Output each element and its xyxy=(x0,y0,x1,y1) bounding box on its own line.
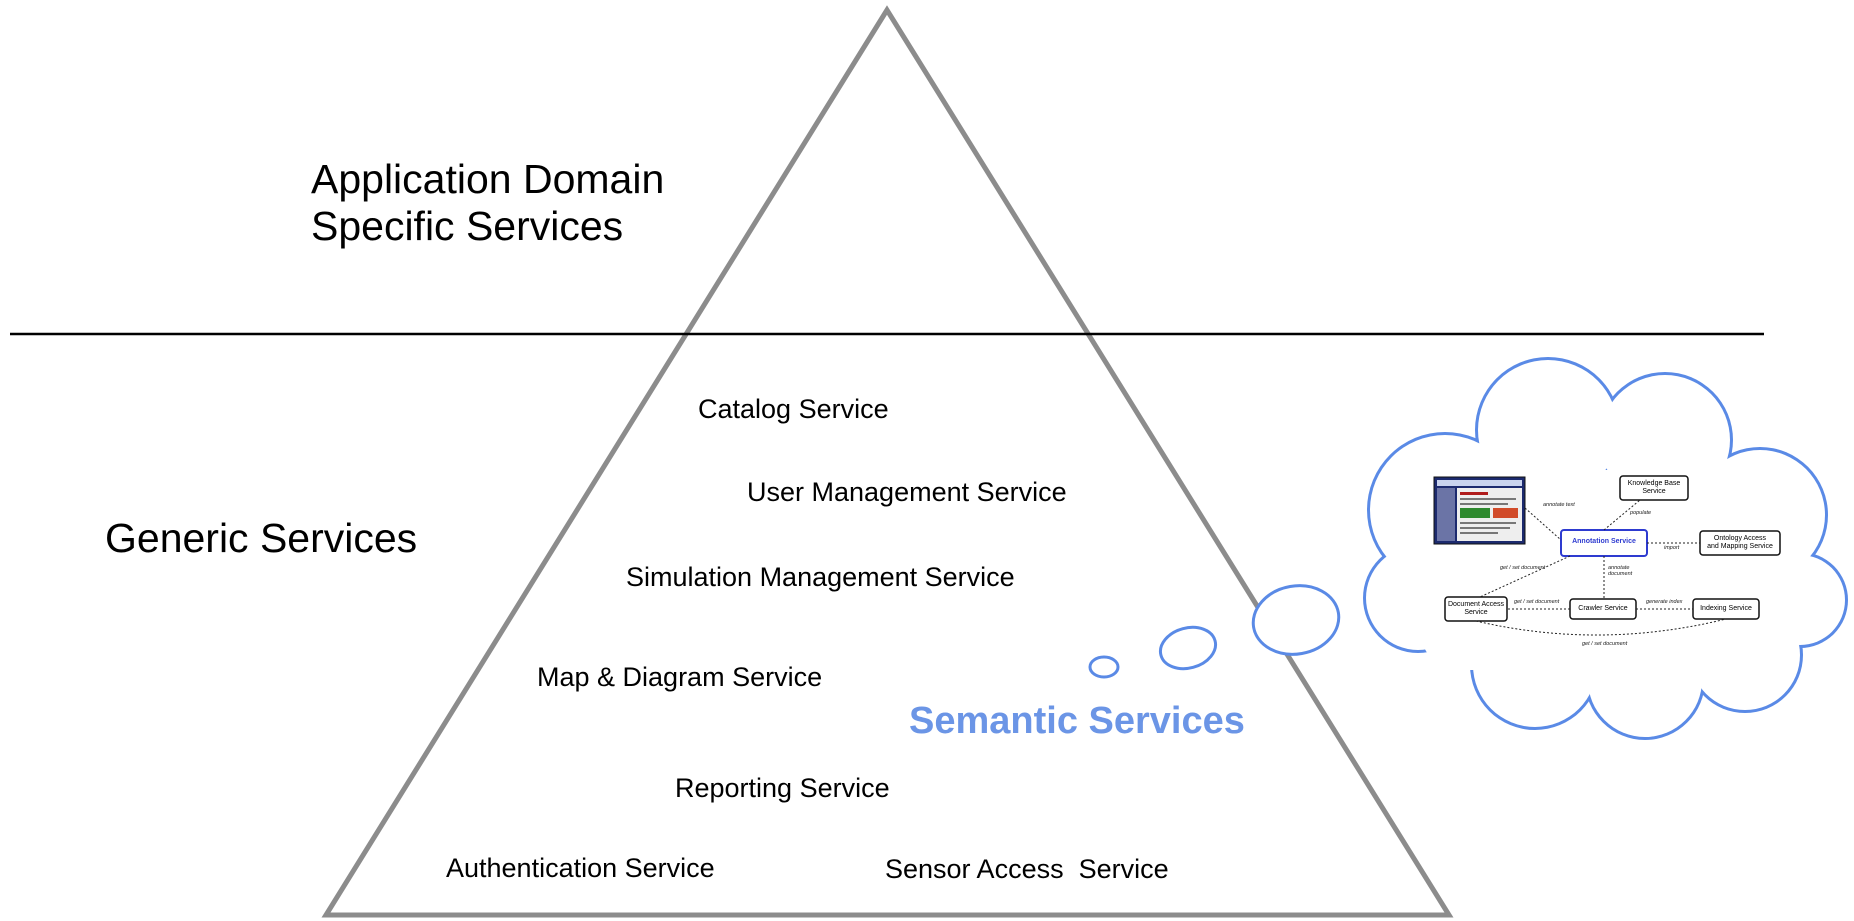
edge-get-set-document-1 xyxy=(1479,555,1571,598)
application-domain-label-line1: Application Domain xyxy=(311,156,665,202)
edge-label-import: import xyxy=(1664,545,1680,551)
application-domain-layer-label: Application Domain Specific Services xyxy=(311,156,664,250)
edge-label-generate-index: generate index xyxy=(1646,599,1683,605)
editor-screenshot-thumbnail xyxy=(1433,476,1526,545)
service-map-diagram: Map & Diagram Service xyxy=(537,662,823,692)
annotation-node-label: Annotation Service xyxy=(1572,538,1636,545)
thought-cloud xyxy=(1363,357,1848,740)
semantic-services-label: Semantic Services xyxy=(909,700,1245,742)
service-sensor-access: Sensor Access Service xyxy=(885,854,1169,884)
service-authentication: Authentication Service xyxy=(446,853,715,883)
knowledge-base-node-label: Knowledge Base Service xyxy=(1627,480,1681,495)
crawler-node-label: Crawler Service xyxy=(1578,605,1628,612)
service-catalog: Catalog Service xyxy=(698,394,889,424)
indexing-node-label: Indexing Service xyxy=(1700,605,1752,612)
ontology-node-label: Ontology Access and Mapping Service xyxy=(1707,535,1773,550)
edge-label-get-set-document-2: get / set document xyxy=(1514,599,1560,605)
edge-label-get-set-document-3: get / set document xyxy=(1582,641,1628,647)
edge-label-populate: populate xyxy=(1630,510,1652,516)
service-simulation-management: Simulation Management Service xyxy=(626,562,1015,592)
edge-label-annotate-text: annotate text xyxy=(1543,502,1575,508)
thought-bubble-large xyxy=(1251,584,1341,656)
application-domain-label-line2: Specific Services xyxy=(311,203,624,250)
document-access-node-label: Document Access Service xyxy=(1447,601,1505,616)
service-user-management: User Management Service xyxy=(747,477,1067,507)
edge-label-get-set-document-1: get / set document xyxy=(1500,565,1546,571)
edge-label-annotate-document: annotate document xyxy=(1608,565,1633,577)
mini-architecture-diagram xyxy=(1433,475,1781,636)
thought-bubble-small xyxy=(1088,655,1120,679)
edge-get-set-document-3 xyxy=(1475,618,1727,636)
generic-services-layer-label: Generic Services xyxy=(105,515,418,561)
knowledge-base-node xyxy=(1619,475,1689,501)
edge-annotate-text xyxy=(1524,507,1562,541)
thought-bubble-medium xyxy=(1158,625,1218,671)
pyramid-triangle xyxy=(321,5,1454,918)
service-reporting: Reporting Service xyxy=(675,773,890,803)
